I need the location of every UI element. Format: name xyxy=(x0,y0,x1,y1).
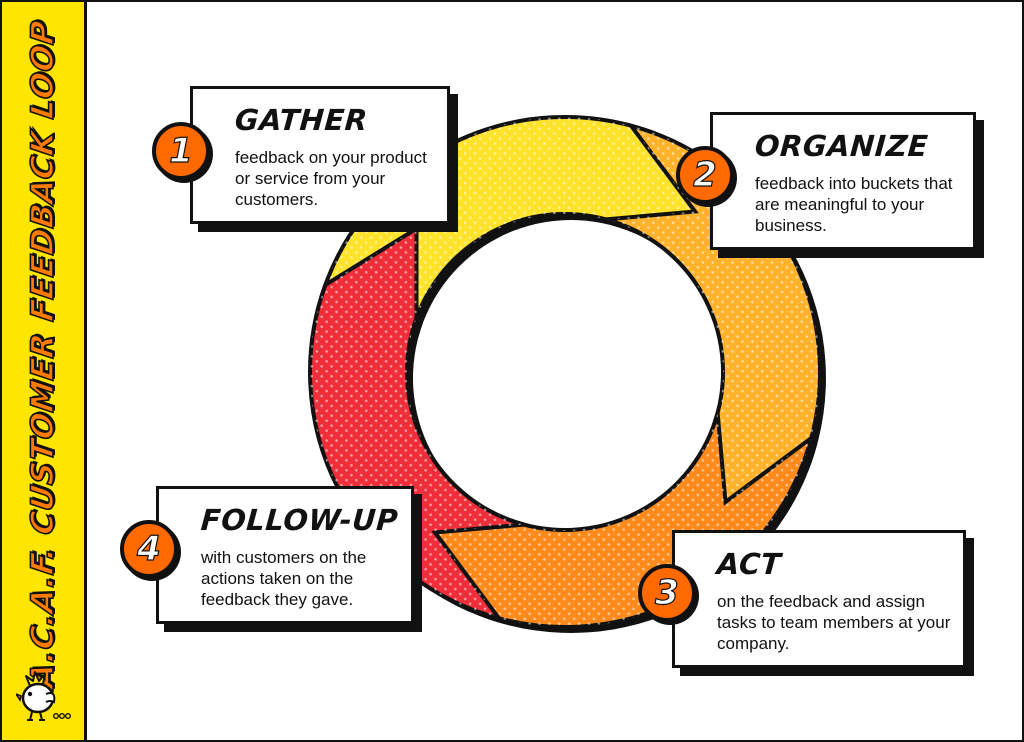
step-description: on the feedback and assign tasks to team… xyxy=(717,592,951,653)
step-number-badge-1: 1 xyxy=(152,122,210,180)
step-card-act: ACT on the feedback and assign tasks to … xyxy=(672,530,966,668)
step-description: feedback on your product or service from… xyxy=(235,148,427,209)
step-card-gather: GATHER feedback on your product or servi… xyxy=(190,86,450,224)
step-number-badge-3: 3 xyxy=(638,564,696,622)
step-number-badge-4: 4 xyxy=(120,520,178,578)
step-number: 2 xyxy=(693,154,718,195)
step-description: feedback into buckets that are meaningfu… xyxy=(755,174,953,235)
step-number-badge-2: 2 xyxy=(676,146,734,204)
step-heading: ORGANIZE xyxy=(753,129,930,163)
step-card-organize: ORGANIZE feedback into buckets that are … xyxy=(710,112,976,250)
step-number: 4 xyxy=(137,528,162,569)
chicken-mascot-icon xyxy=(16,671,72,721)
title-sidebar: A.C.A.F. CUSTOMER FEEDBACK LOOP xyxy=(2,2,87,740)
step-card-follow-up: FOLLOW-UP with customers on the actions … xyxy=(156,486,414,624)
step-number: 3 xyxy=(655,572,680,613)
step-description: with customers on the actions taken on t… xyxy=(201,548,367,609)
step-heading: FOLLOW-UP xyxy=(199,503,400,537)
step-heading: ACT xyxy=(715,547,783,581)
step-heading: GATHER xyxy=(233,103,369,137)
step-number: 1 xyxy=(169,130,194,171)
